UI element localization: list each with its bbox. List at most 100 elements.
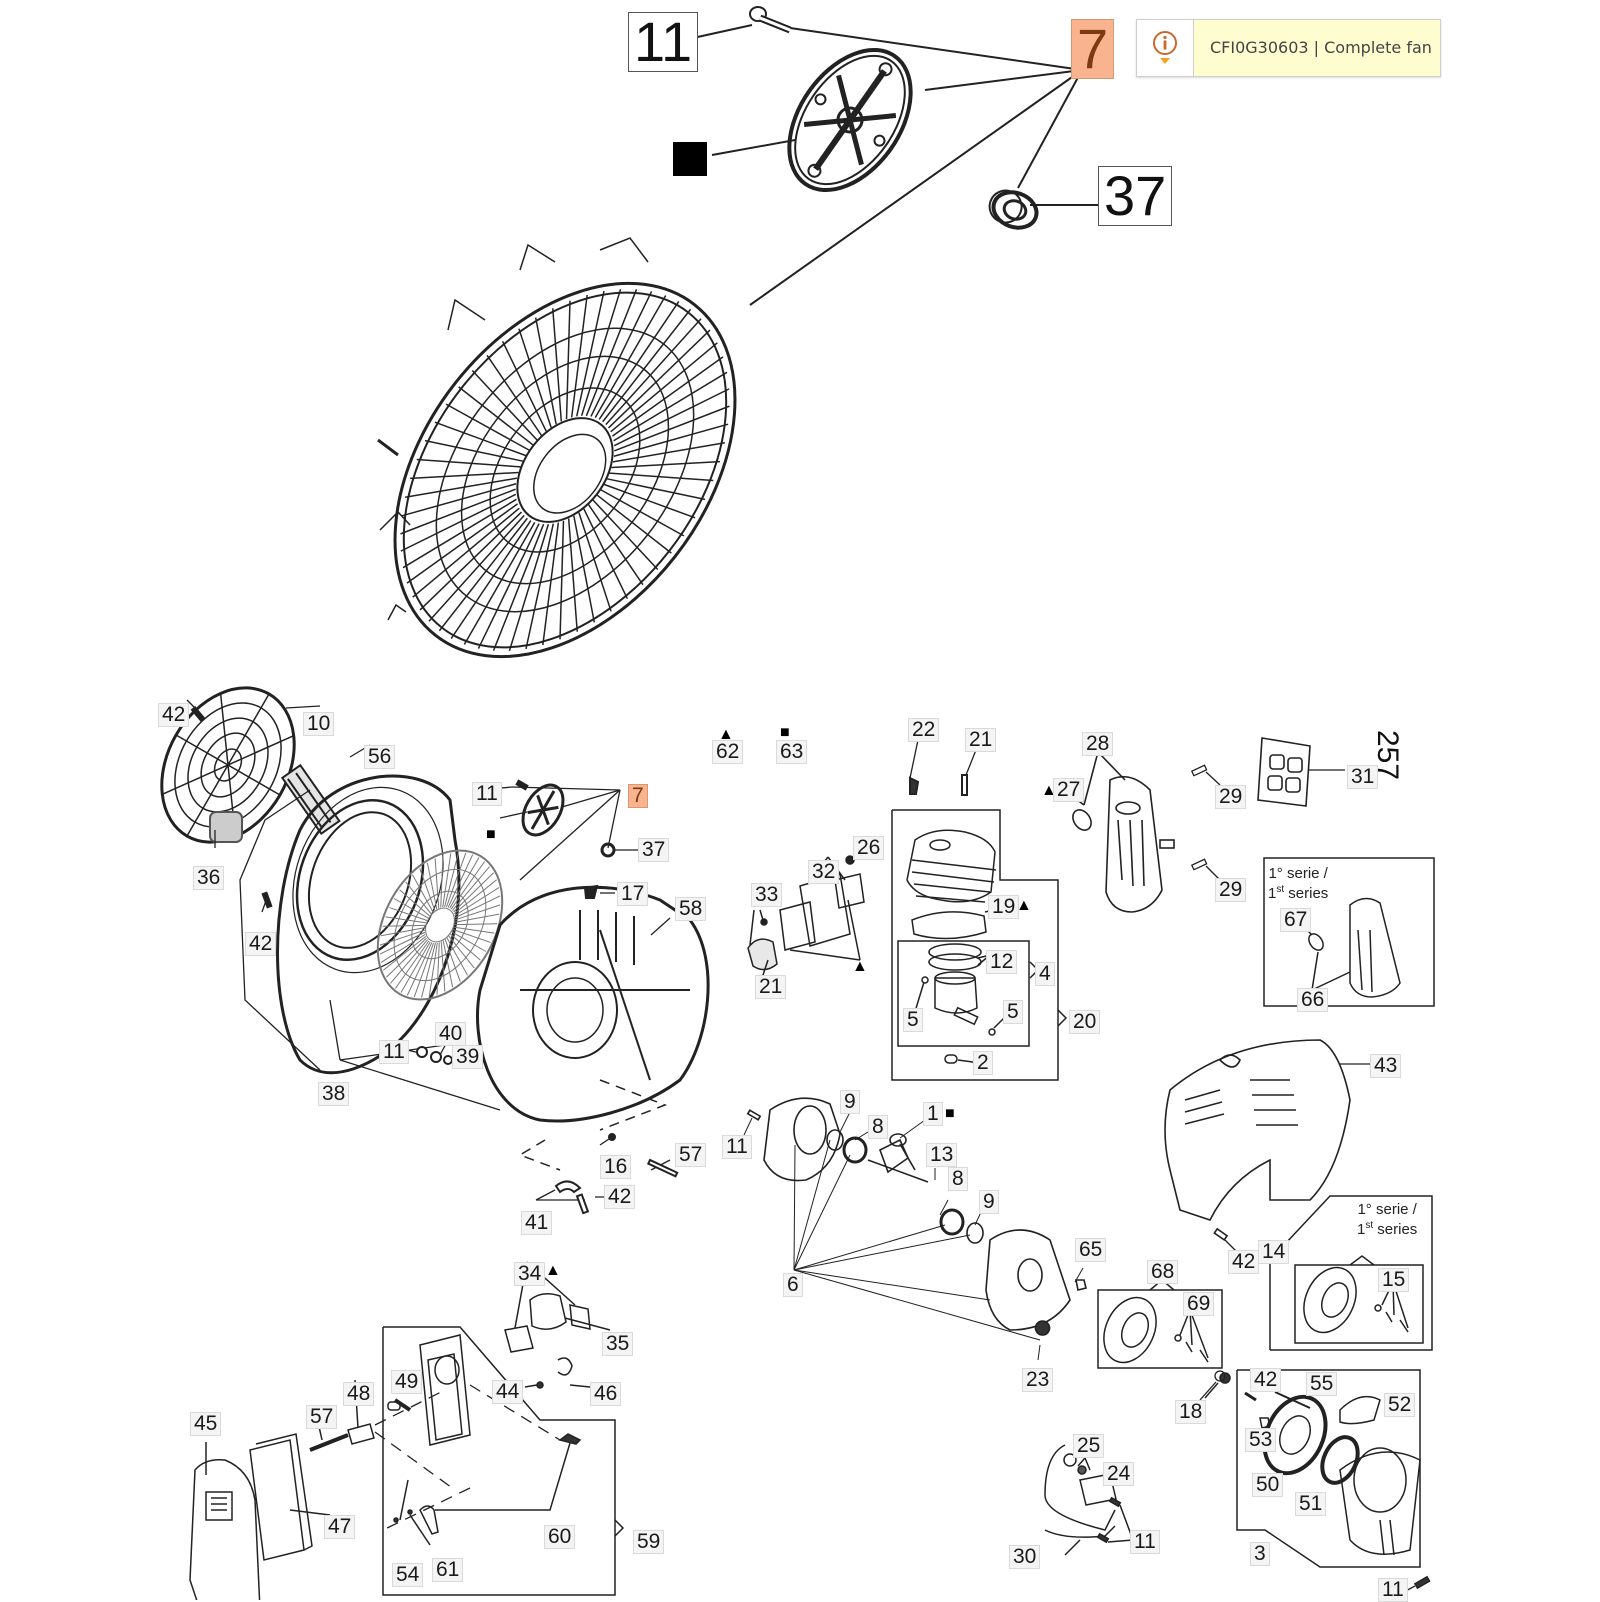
callout-20[interactable]: 20 (1069, 1010, 1101, 1034)
fan-spoke (449, 933, 481, 961)
callout-59[interactable]: 59 (633, 1530, 665, 1554)
callout-67[interactable]: 67 (1280, 908, 1312, 932)
callout-63[interactable]: 63 (776, 740, 808, 764)
callout-61[interactable]: 61 (432, 1558, 464, 1582)
part-tooltip[interactable]: CFI0G30603 | Complete fan (1136, 19, 1441, 77)
callout-7[interactable]: 7 (628, 784, 648, 808)
callout-13[interactable]: 13 (926, 1143, 958, 1167)
callout-10[interactable]: 10 (303, 712, 335, 736)
fan-spoke (428, 942, 438, 997)
callout-29[interactable]: 29 (1215, 878, 1247, 902)
callout-40[interactable]: 40 (435, 1022, 467, 1046)
callout-33[interactable]: 33 (751, 883, 783, 907)
fan-spoke (382, 935, 427, 971)
callout-57[interactable]: 57 (306, 1405, 338, 1429)
callout-8[interactable]: 8 (948, 1167, 968, 1191)
callout-44[interactable]: 44 (492, 1380, 524, 1404)
callout-14[interactable]: 14 (1258, 1240, 1290, 1264)
callout-12[interactable]: 12 (986, 950, 1018, 974)
callout-6[interactable]: 6 (783, 1273, 803, 1297)
fan-spoke (594, 295, 667, 419)
callout-30[interactable]: 30 (1009, 1545, 1041, 1569)
callout-2[interactable]: 2 (973, 1051, 993, 1075)
callout-35[interactable]: 35 (602, 1332, 634, 1356)
fan-spoke (454, 895, 501, 919)
first-series-muffler-box (1263, 857, 1435, 1007)
callout-57[interactable]: 57 (675, 1143, 707, 1167)
callout-27[interactable]: 27 (1053, 778, 1085, 802)
callout-36[interactable]: 36 (193, 866, 225, 890)
callout-65[interactable]: 65 (1075, 1238, 1107, 1262)
callout-51[interactable]: 51 (1295, 1492, 1327, 1516)
callout-24[interactable]: 24 (1103, 1462, 1135, 1486)
callout-43[interactable]: 43 (1370, 1054, 1402, 1078)
callout-60[interactable]: 60 (544, 1525, 576, 1549)
callout-5[interactable]: 5 (903, 1008, 923, 1032)
callout-11[interactable]: 11 (722, 1135, 752, 1159)
callout-58[interactable]: 58 (675, 897, 707, 921)
callout-49[interactable]: 49 (391, 1370, 423, 1394)
series-line1: 1° serie / (1268, 865, 1328, 882)
callout-25[interactable]: 25 (1073, 1434, 1105, 1458)
callout-55[interactable]: 55 (1306, 1372, 1338, 1396)
callout-45[interactable]: 45 (190, 1412, 222, 1436)
callout-11[interactable]: 11 (379, 1040, 409, 1064)
callout-3[interactable]: 3 (1250, 1542, 1270, 1566)
fan-spoke (449, 857, 480, 909)
callout-19[interactable]: 19 (988, 895, 1020, 919)
fan-spoke (587, 503, 644, 586)
callout-29[interactable]: 29 (1215, 785, 1247, 809)
tooltip-text: CFI0G30603 | Complete fan (1194, 20, 1440, 76)
callout-62[interactable]: 62 (712, 740, 744, 764)
callout-28[interactable]: 28 (1082, 732, 1114, 756)
callout-42[interactable]: 42 (158, 703, 190, 727)
callout-31[interactable]: 31 (1347, 765, 1379, 789)
callout-9[interactable]: 9 (840, 1090, 860, 1114)
callout-22[interactable]: 22 (908, 718, 940, 742)
callout-52[interactable]: 52 (1384, 1393, 1416, 1417)
detail-callout-screw[interactable]: 11 (628, 12, 699, 72)
fan-spoke (434, 858, 440, 909)
callout-46[interactable]: 46 (590, 1382, 622, 1406)
callout-1[interactable]: 1 (923, 1102, 943, 1126)
callout-4[interactable]: 4 (1035, 962, 1055, 986)
callout-5[interactable]: 5 (1003, 1000, 1023, 1024)
fan-spoke (592, 499, 659, 570)
callout-42[interactable]: 42 (245, 932, 277, 956)
callout-9[interactable]: 9 (979, 1190, 999, 1214)
callout-26[interactable]: 26 (853, 836, 885, 860)
callout-42[interactable]: 42 (1250, 1368, 1282, 1392)
callout-68[interactable]: 68 (1147, 1260, 1179, 1284)
callout-18[interactable]: 18 (1175, 1400, 1207, 1424)
callout-15[interactable]: 15 (1378, 1268, 1410, 1292)
callout-17[interactable]: 17 (617, 882, 649, 906)
callout-47[interactable]: 47 (324, 1515, 356, 1539)
callout-8[interactable]: 8 (868, 1115, 888, 1139)
callout-39[interactable]: 39 (452, 1045, 484, 1069)
callout-11[interactable]: 11 (1130, 1530, 1160, 1554)
callout-41[interactable]: 41 (521, 1211, 553, 1235)
callout-50[interactable]: 50 (1252, 1473, 1284, 1497)
callout-23[interactable]: 23 (1022, 1368, 1054, 1392)
info-icon[interactable] (1137, 20, 1194, 76)
callout-34[interactable]: 34 (514, 1262, 546, 1286)
bearing-small (600, 842, 616, 858)
callout-69[interactable]: 69 (1183, 1292, 1215, 1316)
callout-56[interactable]: 56 (364, 745, 396, 769)
callout-66[interactable]: 66 (1297, 988, 1329, 1012)
callout-21[interactable]: 21 (755, 975, 787, 999)
callout-11[interactable]: 11 (472, 782, 502, 806)
callout-32[interactable]: 32 (808, 860, 840, 884)
callout-16[interactable]: 16 (600, 1155, 632, 1179)
detail-callout-selected[interactable]: 7 (1071, 19, 1115, 79)
callout-38[interactable]: 38 (318, 1082, 350, 1106)
callout-53[interactable]: 53 (1245, 1428, 1277, 1452)
callout-54[interactable]: 54 (392, 1563, 424, 1587)
callout-37[interactable]: 37 (638, 838, 670, 862)
callout-21[interactable]: 21 (965, 728, 997, 752)
callout-42[interactable]: 42 (604, 1185, 636, 1209)
detail-callout-bearing[interactable]: 37 (1098, 166, 1173, 226)
callout-48[interactable]: 48 (343, 1382, 375, 1406)
callout-11[interactable]: 11 (1378, 1578, 1408, 1602)
callout-42[interactable]: 42 (1228, 1250, 1260, 1274)
